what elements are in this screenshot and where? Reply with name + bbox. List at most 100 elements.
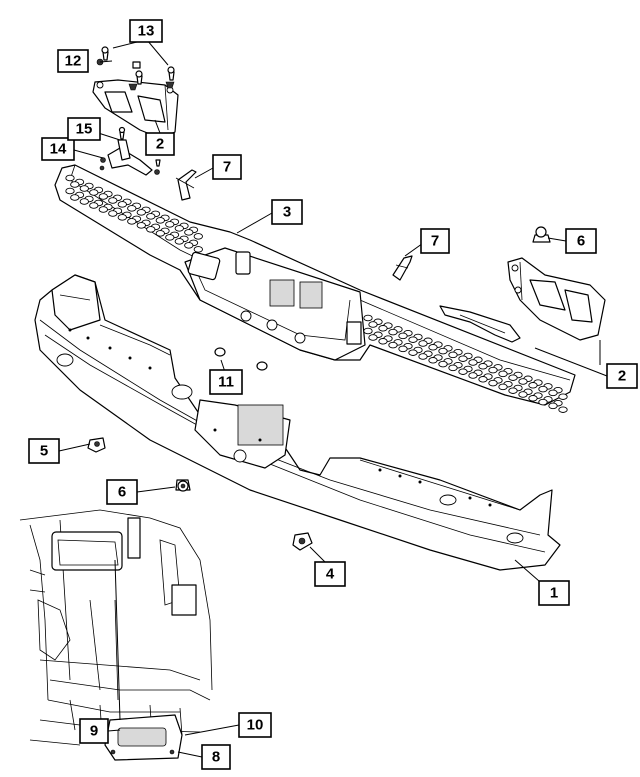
honeycomb-cell: [458, 355, 468, 362]
honeycomb-cell: [184, 229, 194, 236]
callout-15: 15: [67, 117, 101, 141]
honeycomb-cell: [146, 226, 156, 233]
honeycomb-cell: [438, 347, 448, 355]
honeycomb-cell: [558, 393, 568, 400]
svg-text:1: 1: [550, 585, 558, 602]
honeycomb-cell: [368, 334, 378, 341]
honeycomb-cell: [518, 391, 528, 398]
honeycomb-cell: [174, 225, 184, 232]
svg-text:14: 14: [50, 141, 67, 158]
honeycomb-cell: [478, 363, 488, 370]
honeycomb-cell: [478, 376, 488, 383]
svg-text:10: 10: [247, 717, 264, 734]
honeycomb-cell: [108, 197, 118, 204]
honeycomb-cell: [65, 174, 75, 182]
callout-3: 3: [271, 199, 303, 225]
honeycomb-cell: [458, 368, 468, 375]
callout-11: 11: [209, 369, 243, 395]
fastener-part-6-upper: [532, 226, 551, 243]
brace-strap-right: [439, 305, 521, 343]
callout-2-right: 2: [606, 363, 638, 389]
honeycomb-cell: [155, 217, 165, 224]
fastener-part-6-lower: [175, 479, 191, 492]
honeycomb-cell: [448, 364, 458, 372]
honeycomb-cell: [548, 389, 558, 397]
callout-13: 13: [129, 19, 163, 43]
inset-door-step: [19, 509, 213, 761]
callout-7-upper: 7: [212, 154, 242, 180]
honeycomb-cell: [146, 213, 156, 220]
honeycomb-left: [65, 174, 203, 253]
honeycomb-cell: [165, 221, 175, 228]
honeycomb-cell: [98, 193, 108, 200]
svg-text:7: 7: [431, 233, 439, 250]
honeycomb-cell: [193, 233, 203, 240]
honeycomb-cell: [418, 340, 428, 347]
svg-text:6: 6: [118, 484, 126, 501]
honeycomb-cell: [438, 360, 448, 368]
honeycomb-cell: [528, 395, 538, 402]
svg-text:11: 11: [218, 374, 234, 391]
honeycomb-cell: [408, 349, 418, 356]
svg-text:7: 7: [223, 159, 231, 176]
callout-9: 9: [79, 718, 109, 744]
honeycomb-cell: [117, 201, 127, 208]
honeycomb-cell: [398, 345, 408, 353]
bolts-part-13: [101, 46, 175, 91]
honeycomb-cell: [368, 321, 378, 328]
honeycomb-cell: [165, 234, 175, 241]
honeycomb-cell: [363, 314, 373, 322]
plugs-part-11: [214, 347, 268, 371]
honeycomb-cell: [428, 357, 438, 364]
honeycomb-cell: [378, 338, 388, 345]
svg-text:6: 6: [577, 233, 585, 250]
callout-14: 14: [41, 137, 75, 161]
honeycomb-cell: [508, 374, 518, 381]
honeycomb-cell: [448, 351, 458, 359]
honeycomb-cell: [79, 198, 89, 205]
honeycomb-cell: [488, 366, 498, 374]
bracket-part-7-upper: [175, 169, 197, 201]
svg-text:2: 2: [156, 136, 164, 153]
fastener-part-4: [292, 532, 313, 551]
honeycomb-cell: [488, 379, 498, 387]
svg-text:13: 13: [138, 23, 155, 40]
honeycomb-cell: [428, 344, 438, 351]
honeycomb-cell: [70, 181, 80, 188]
honeycomb-cell: [468, 372, 478, 379]
honeycomb-cell: [408, 336, 418, 343]
callout-1: 1: [538, 580, 570, 606]
svg-text:2: 2: [618, 368, 626, 385]
honeycomb-right: [363, 314, 568, 413]
honeycomb-cell: [548, 402, 558, 410]
honeycomb-cell: [65, 187, 75, 195]
callout-8: 8: [201, 744, 231, 770]
honeycomb-cell: [127, 218, 137, 225]
honeycomb-cell: [70, 194, 80, 201]
honeycomb-cell: [136, 222, 146, 229]
callout-2-upper: 2: [145, 132, 175, 156]
honeycomb-cell: [117, 214, 127, 221]
bracket-part-7-right: [392, 255, 413, 281]
callout-5: 5: [28, 438, 60, 464]
honeycomb-cell: [498, 370, 508, 378]
svg-text:15: 15: [76, 121, 93, 138]
honeycomb-cell: [108, 210, 118, 217]
bumper-part-1: [34, 274, 561, 571]
honeycomb-cell: [528, 382, 538, 389]
honeycomb-cell: [508, 387, 518, 394]
honeycomb-cell: [538, 385, 548, 393]
honeycomb-cell: [363, 327, 373, 335]
leader-lines: [58, 39, 608, 758]
fastener-part-5: [87, 437, 106, 453]
honeycomb-cell: [388, 341, 398, 349]
honeycomb-cell: [518, 378, 528, 385]
callout-10: 10: [238, 712, 272, 738]
callout-7-right: 7: [420, 228, 450, 254]
honeycomb-cell: [418, 353, 428, 360]
honeycomb-cell: [184, 242, 194, 249]
callout-6-upper: 6: [565, 228, 597, 254]
honeycomb-cell: [89, 189, 99, 196]
svg-text:4: 4: [326, 566, 335, 583]
